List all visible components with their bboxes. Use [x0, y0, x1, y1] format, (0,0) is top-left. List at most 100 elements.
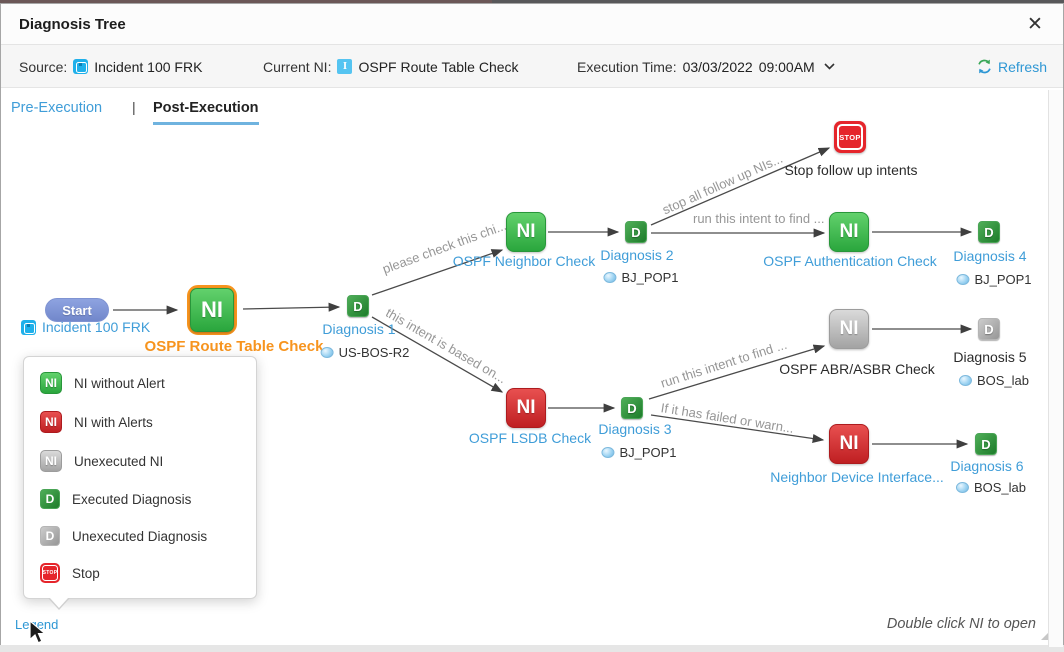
ni-node-neighbor-device-interface[interactable]: NI — [829, 424, 869, 464]
ni-green-icon: NI — [40, 372, 62, 394]
stop-glyph: STOP — [42, 565, 58, 581]
incident-icon — [21, 319, 36, 335]
ni-node-ospf-route-table-check[interactable]: NI — [187, 285, 237, 335]
device-icon — [601, 447, 615, 458]
legend-item-unexecuted-ni: NI Unexecuted NI — [40, 450, 240, 472]
legend-item-unexecuted-diagnosis: D Unexecuted Diagnosis — [40, 526, 240, 546]
legend-link[interactable]: Legend — [15, 617, 59, 632]
d-node-diagnosis-1[interactable]: D — [347, 295, 369, 317]
background-app-strip — [0, 0, 1064, 3]
d-node-diagnosis-3[interactable]: D — [621, 397, 643, 419]
mouse-cursor-icon — [29, 620, 47, 644]
incident-icon — [73, 59, 89, 74]
refresh-label: Refresh — [997, 58, 1047, 75]
current-ni-label: Current NI: — [263, 58, 332, 75]
device-icon — [320, 347, 334, 358]
tab-separator: | — [132, 99, 136, 115]
background-bottom-strip — [0, 645, 1064, 652]
ni-node-ospf-lsdb-check[interactable]: NI — [506, 388, 546, 428]
ni-node-ospf-neighbor-check[interactable]: NI — [506, 212, 546, 252]
edge-label-failed-warn: If it has failed or warn... — [659, 400, 795, 436]
edge-label-run-find-2: run this intent to find ... — [658, 336, 789, 391]
start-source-row: Incident 100 FRK — [21, 319, 150, 335]
edge-label-stop-follow: stop all follow up NIs... — [659, 150, 785, 218]
ni-badge-icon: I — [337, 59, 353, 74]
dialog-headerbar: Source: Incident 100 FRK Current NI: I O… — [1, 45, 1063, 88]
d-gray-icon: D — [40, 526, 60, 546]
ni-node-ospf-abr-asbr-check[interactable]: NI — [829, 309, 869, 349]
device-icon — [956, 274, 970, 285]
diagnosis-tree-canvas: please check this chi... this intent is … — [1, 90, 1063, 647]
device-name: BJ_POP1 — [974, 272, 1032, 287]
d-label-diagnosis-5: Diagnosis 5 — [953, 349, 1027, 365]
device-row: BJ_POP1 — [603, 270, 679, 285]
d-green-icon: D — [40, 489, 60, 509]
d-node-diagnosis-6[interactable]: D — [975, 433, 997, 455]
device-name: BOS_lab — [973, 480, 1027, 495]
tab-bar: Pre-Execution | Post-Execution — [1, 88, 1063, 131]
ni-label-ospf-authentication-check: OSPF Authentication Check — [763, 253, 937, 269]
ni-label-ospf-neighbor-check: OSPF Neighbor Check — [452, 253, 596, 269]
tab-post-execution[interactable]: Post-Execution — [153, 100, 259, 125]
device-row: BJ_POP1 — [601, 445, 677, 460]
legend-item-ni-with-alerts: NI NI with Alerts — [40, 411, 240, 433]
d-label-diagnosis-1: Diagnosis 1 — [322, 321, 396, 337]
legend-item-label: Stop — [72, 565, 100, 581]
execution-time-value: 09:00AM — [758, 58, 815, 75]
device-row: BOS_lab — [958, 373, 1030, 388]
source-value: Incident 100 FRK — [94, 58, 203, 75]
diagnosis-tree-dialog: Diagnosis Tree ✕ Source: Incident 100 FR… — [0, 3, 1064, 647]
legend-item-ni-without-alert: NI NI without Alert — [40, 372, 240, 394]
d-label-diagnosis-4: Diagnosis 4 — [953, 248, 1027, 264]
stop-icon: STOP — [40, 563, 60, 583]
legend-popup-tail — [50, 598, 68, 608]
resize-handle[interactable] — [1041, 630, 1051, 640]
edge-label-run-find-1: run this intent to find ... — [693, 211, 825, 226]
ni-label-ospf-route-table-check: OSPF Route Table Check — [144, 338, 324, 355]
scrollbar-gutter — [1048, 90, 1063, 647]
close-icon[interactable]: ✕ — [1027, 14, 1043, 35]
ni-node-ospf-authentication-check[interactable]: NI — [829, 212, 869, 252]
legend-item-label: Executed Diagnosis — [72, 491, 192, 507]
device-name: BJ_POP1 — [619, 445, 677, 460]
chevron-down-icon[interactable] — [823, 62, 836, 71]
legend-item-executed-diagnosis: D Executed Diagnosis — [40, 489, 240, 509]
legend-popup: NI NI without Alert NI NI with Alerts NI… — [23, 356, 257, 610]
legend-item-label: NI without Alert — [74, 375, 165, 391]
d-node-diagnosis-2[interactable]: D — [625, 221, 647, 243]
device-icon — [955, 482, 969, 493]
legend-item-label: Unexecuted Diagnosis — [72, 528, 208, 544]
double-click-hint: Double click NI to open — [886, 616, 1036, 632]
legend-item-label: Unexecuted NI — [74, 453, 164, 469]
source-group: Source: Incident 100 FRK — [19, 45, 202, 88]
ni-glyph: NI — [190, 288, 234, 332]
device-name: BJ_POP1 — [621, 270, 679, 285]
d-node-diagnosis-4[interactable]: D — [978, 221, 1000, 243]
dialog-title: Diagnosis Tree — [19, 16, 126, 33]
current-ni-group: Current NI: I OSPF Route Table Check — [263, 45, 519, 88]
source-label: Source: — [19, 58, 68, 75]
d-label-diagnosis-3: Diagnosis 3 — [598, 421, 672, 437]
device-icon — [958, 375, 972, 386]
refresh-icon — [978, 59, 991, 74]
device-row: BJ_POP1 — [956, 272, 1032, 287]
d-node-diagnosis-5[interactable]: D — [978, 318, 1000, 340]
ni-gray-icon: NI — [40, 450, 62, 472]
start-node: Start — [45, 298, 109, 322]
start-source-label: Incident 100 FRK — [42, 319, 151, 335]
ni-label-ospf-lsdb-check: OSPF LSDB Check — [468, 430, 592, 446]
device-row: US-BOS-R2 — [320, 345, 410, 360]
tab-pre-execution[interactable]: Pre-Execution — [11, 100, 103, 116]
device-name: US-BOS-R2 — [338, 345, 410, 360]
execution-time-group[interactable]: Execution Time: 03/03/2022 09:00AM — [577, 45, 836, 88]
ni-label-ospf-abr-asbr-check: OSPF ABR/ASBR Check — [779, 361, 935, 377]
stop-glyph: STOP — [837, 124, 863, 150]
d-label-diagnosis-6: Diagnosis 6 — [950, 458, 1024, 474]
device-name: BOS_lab — [976, 373, 1030, 388]
ni-label-neighbor-device-interface: Neighbor Device Interface... — [770, 469, 944, 485]
background-app-strip-left — [0, 0, 492, 3]
refresh-button[interactable]: Refresh — [976, 45, 1047, 88]
legend-item-stop: STOP Stop — [40, 563, 240, 583]
d-label-diagnosis-2: Diagnosis 2 — [600, 247, 674, 263]
